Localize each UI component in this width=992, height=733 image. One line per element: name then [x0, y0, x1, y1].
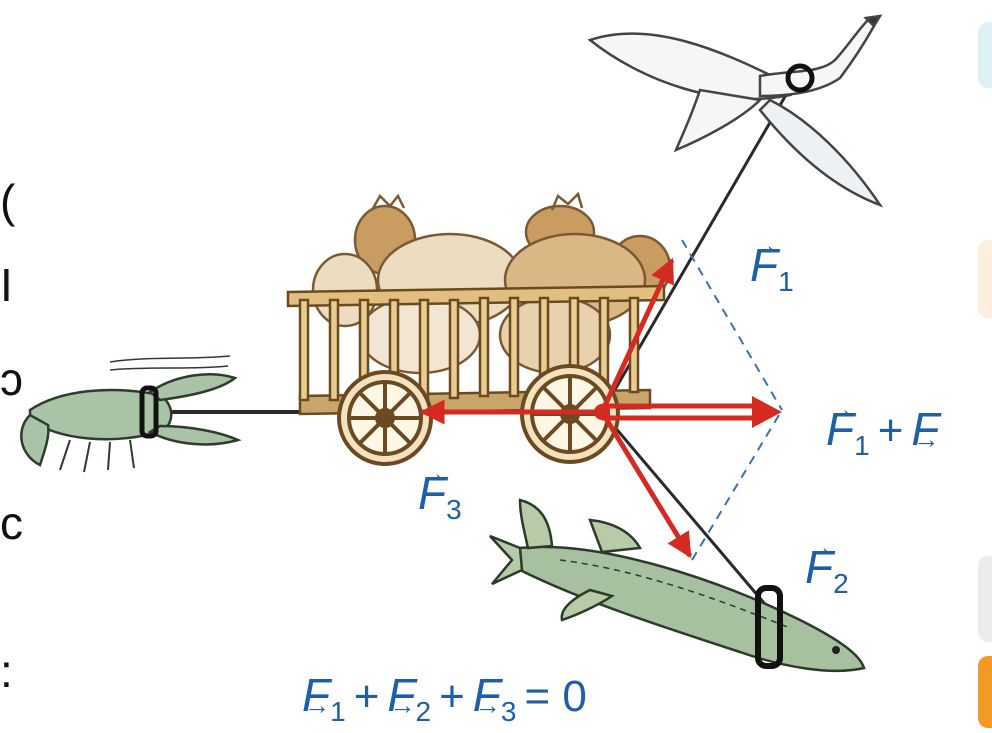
edge-glyph-3: ɔ [0, 353, 23, 405]
side-tab-4[interactable] [978, 656, 992, 728]
vector-f1-plus-f2 [602, 396, 782, 428]
swan [587, 14, 884, 208]
vector-f2 [599, 410, 693, 559]
vector-arrow-glyph: → [304, 690, 330, 720]
label-f1-plus-f2: →F1+→F [826, 394, 940, 461]
edge-glyph-5: : [0, 645, 13, 697]
pike [489, 498, 866, 673]
cart [286, 191, 672, 466]
side-tab-3[interactable] [978, 556, 992, 642]
vector-arrow-glyph: → [389, 690, 416, 720]
vector-arrow-glyph: → [752, 230, 778, 260]
wheels [337, 364, 620, 466]
label-f2: →F2 [805, 532, 849, 599]
force-vectors [419, 257, 782, 559]
parallelogram-construction [681, 239, 783, 561]
side-tab-1[interactable] [978, 22, 992, 88]
vector-arrow-glyph: → [807, 532, 833, 562]
rope-to-pike [600, 411, 772, 611]
vector-arrow-glyph: → [913, 424, 940, 454]
vector-arrow-glyph: → [474, 690, 501, 720]
equation-sum-zero: →F1+→F2+→F3= 0 [302, 669, 587, 727]
edge-glyph-4: c [0, 497, 23, 549]
label-f1: →F1 [750, 230, 794, 297]
edge-glyph-1: ( [0, 175, 16, 227]
edge-glyph-2: I [0, 259, 13, 311]
vector-arrow-glyph: → [420, 458, 446, 488]
label-f3: →F3 [418, 458, 462, 525]
point-of-application [594, 404, 610, 420]
vector-arrow-glyph: → [828, 394, 854, 424]
side-tab-2[interactable] [978, 240, 992, 318]
vector-f1 [599, 257, 675, 414]
crayfish [20, 355, 242, 473]
rear-wheel [337, 370, 433, 466]
